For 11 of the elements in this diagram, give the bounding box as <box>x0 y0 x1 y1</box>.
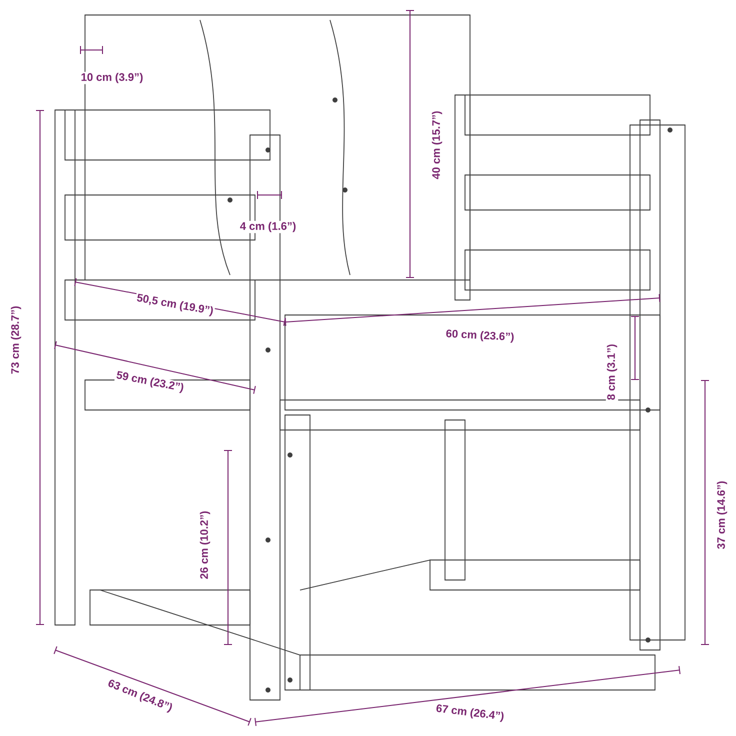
dimension-label: 73 cm (28.7”) <box>10 304 22 376</box>
dimension-label: 4 cm (1.6”) <box>238 220 298 234</box>
dimension-label: 37 cm (14.6”) <box>716 480 728 550</box>
dimension-label: 50,5 cm (19.9”) <box>134 292 216 318</box>
dimension-label: 67 cm (26.4”) <box>434 702 506 724</box>
dimension-label: 26 cm (10.2”) <box>198 510 212 580</box>
dimension-label: 59 cm (23.2”) <box>114 369 186 395</box>
dimension-label: 60 cm (23.6”) <box>444 328 516 344</box>
dimension-label: 10 cm (3.9”) <box>80 72 144 84</box>
dimension-label: 40 cm (15.7”) <box>430 110 444 180</box>
dimension-label: 8 cm (3.1”) <box>606 342 618 402</box>
